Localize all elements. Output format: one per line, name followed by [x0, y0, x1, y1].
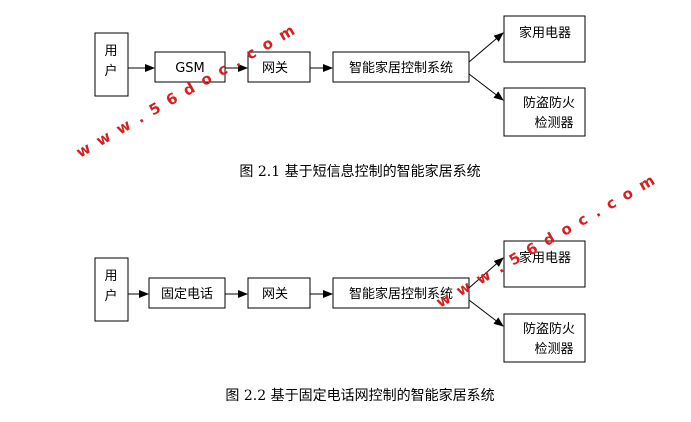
user-box-2: [94, 257, 129, 322]
user-label-1a: 用: [104, 44, 117, 59]
gateway-box-1: [247, 51, 311, 83]
gateway-box-2: [247, 277, 311, 309]
user-label-2b: 户: [104, 288, 117, 304]
security-label-1a: 防盗防火: [523, 95, 575, 111]
watermark-2: w w w . 5 6 d o c . c o m: [433, 170, 660, 311]
gsm-label: GSM: [175, 61, 205, 76]
appliance-label-2: 家用电器: [519, 250, 571, 266]
security-label-1b: 检测器: [534, 116, 573, 131]
arrow-system-security-1: [468, 73, 504, 101]
phone-label: 固定电话: [161, 287, 213, 302]
phone-box: [148, 277, 226, 309]
gateway-label-2: 网关: [262, 287, 288, 302]
diagram-1: 用 户 GSM 网关 智能家居控制系统 家用电器 防盗防火 检测器 图 2.1 …: [94, 15, 586, 180]
diagram-2: 用 户 固定电话 网关 智能家居控制系统 家用电器 防盗防火 检测器 图 2.2…: [94, 240, 586, 404]
user-label-2a: 用: [104, 269, 117, 284]
arrow-system-security-2: [468, 299, 504, 327]
security-box-1: [503, 87, 586, 137]
system-label-1: 智能家居控制系统: [349, 60, 453, 76]
system-box-1: [332, 51, 470, 83]
appliance-label-1: 家用电器: [519, 25, 571, 41]
caption-1: 图 2.1 基于短信息控制的智能家居系统: [239, 163, 480, 180]
arrow-system-appliance-1: [468, 32, 504, 63]
appliance-box-2: [503, 240, 586, 288]
gsm-box: [154, 51, 226, 83]
arrow-system-appliance-2: [468, 257, 504, 289]
gateway-label-1: 网关: [262, 61, 288, 76]
security-label-2a: 防盗防火: [523, 321, 575, 337]
user-box-1: [94, 32, 129, 97]
security-box-2: [503, 313, 586, 363]
caption-2: 图 2.2 基于固定电话网控制的智能家居系统: [225, 387, 494, 404]
system-box-2: [332, 277, 470, 309]
user-label-1b: 户: [104, 63, 117, 79]
system-label-2: 智能家居控制系统: [349, 286, 453, 302]
security-label-2b: 检测器: [534, 342, 573, 357]
appliance-box-1: [503, 15, 586, 63]
